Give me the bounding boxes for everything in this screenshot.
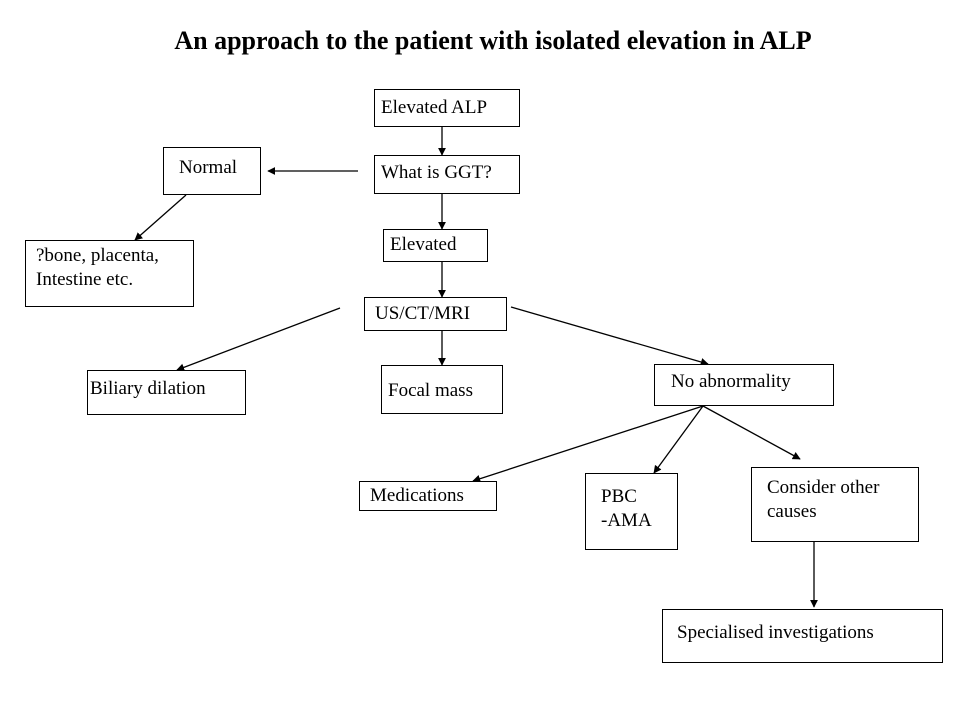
node-biliary-dilation: Biliary dilation: [87, 370, 246, 415]
node-biliary-dilation-label: Biliary dilation: [90, 378, 206, 399]
arrow-normal-to-bone: [134, 194, 187, 241]
node-consider-other-line2: causes: [767, 501, 817, 522]
node-bone-placenta-line2: Intestine etc.: [36, 269, 134, 290]
node-what-is-ggt: What is GGT?: [374, 155, 520, 194]
node-no-abnormality-label: No abnormality: [671, 371, 791, 392]
node-elevated-label: Elevated: [390, 234, 457, 255]
node-specialised-investigations: Specialised investigations: [662, 609, 943, 663]
arrow-no-abnormality-to-medications: [472, 405, 704, 483]
node-consider-other-line1: Consider other: [767, 477, 880, 498]
node-pbc-line1: PBC: [601, 486, 637, 507]
node-consider-other: Consider other causes: [751, 467, 919, 542]
node-imaging: US/CT/MRI: [364, 297, 507, 331]
node-pbc: PBC -AMA: [585, 473, 678, 550]
node-specialised-investigations-label: Specialised investigations: [677, 622, 874, 643]
arrow-no-abnormality-to-consider: [702, 405, 801, 460]
node-pbc-line2: -AMA: [601, 510, 652, 531]
node-elevated: Elevated: [383, 229, 488, 262]
node-what-is-ggt-label: What is GGT?: [381, 162, 492, 183]
arrow-imaging-to-no-abnormality: [510, 306, 709, 366]
diagram-title: An approach to the patient with isolated…: [174, 26, 812, 55]
node-medications: Medications: [359, 481, 497, 511]
node-bone-placenta-line1: ?bone, placenta,: [36, 245, 159, 266]
node-focal-mass: Focal mass: [381, 365, 503, 414]
node-focal-mass-label: Focal mass: [388, 380, 473, 401]
node-normal: Normal: [163, 147, 261, 195]
node-bone-placenta: ?bone, placenta, Intestine etc.: [25, 240, 194, 307]
node-imaging-label: US/CT/MRI: [375, 303, 471, 324]
node-normal-label: Normal: [179, 157, 238, 178]
arrow-imaging-to-biliary: [176, 307, 341, 372]
node-no-abnormality: No abnormality: [654, 364, 834, 406]
node-elevated-alp-label: Elevated ALP: [381, 97, 488, 118]
arrow-no-abnormality-to-pbc: [653, 405, 704, 474]
node-elevated-alp: Elevated ALP: [374, 89, 520, 127]
node-medications-label: Medications: [370, 485, 464, 506]
